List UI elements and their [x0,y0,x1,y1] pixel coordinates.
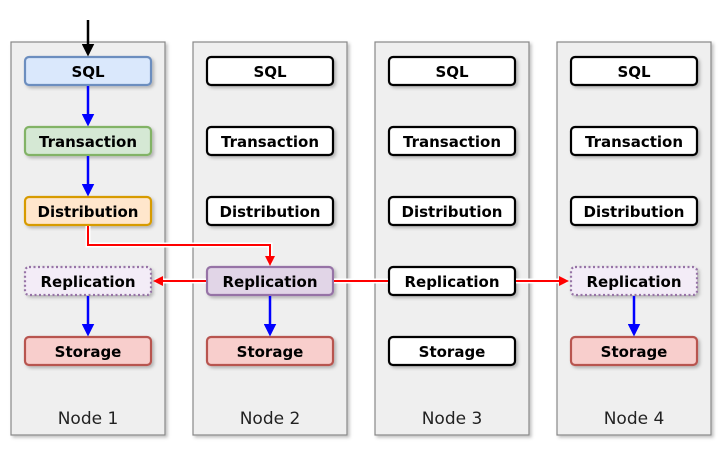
node-1-layers: SQL Transaction Distribution Replication… [23,55,153,367]
node-1-storage-box [23,335,153,367]
node-3-transaction-box [387,125,517,157]
node-4-replication-label: Replication [586,273,681,291]
node-2-sql-label: SQL [253,63,287,81]
node-4-sql-label: SQL [617,63,651,81]
node-3-distribution-box [387,195,517,227]
node-3-storage-box [387,335,517,367]
node-2-replication-label: Replication [222,273,317,291]
node-1-distribution-label: Distribution [38,203,139,221]
node-2-transaction-box [205,125,335,157]
node-4-layers: SQL Transaction Distribution Replication… [569,55,699,367]
node-3-replication-label: Replication [404,273,499,291]
node-2-distribution-label: Distribution [220,203,321,221]
node-1-transaction-box [23,125,153,157]
node-4-replication-box [569,265,699,297]
node-3-sql-box [387,55,517,87]
node-3-transaction-label: Transaction [403,133,501,151]
node-4-storage-label: Storage [601,343,668,361]
node-1-storage-label: Storage [55,343,122,361]
node-3: Node 3 [374,41,530,436]
node-1-label: Node 1 [58,409,119,429]
node-3-distribution-label: Distribution [402,203,503,221]
node-4-distribution-box [569,195,699,227]
node-1-replication-label: Replication [40,273,135,291]
distribution-to-leader-replication-arrow [85,226,275,266]
node-4-transaction-label: Transaction [585,133,683,151]
node-3-box [374,41,530,436]
node-2-distribution-box [205,195,335,227]
node-2-transaction-label: Transaction [221,133,319,151]
node-1-transaction-label: Transaction [39,133,137,151]
node-3-layers: SQL Transaction Distribution Replication… [387,55,517,367]
node-1-sql-label: SQL [71,63,105,81]
node-3-sql-label: SQL [435,63,469,81]
node-3-label: Node 3 [422,409,483,429]
node-2-storage-label: Storage [237,343,304,361]
node-1-replication-box [23,265,153,297]
node-2: Node 2 [192,41,348,436]
node-2-sql-box [205,55,335,87]
node-4: Node 4 [556,41,712,436]
node-2-label: Node 2 [240,409,301,429]
node-3-storage-label: Storage [419,343,486,361]
node-4-storage-box [569,335,699,367]
node-4-box [556,41,712,436]
node-1-sql-box [23,55,153,87]
node-4-label: Node 4 [604,409,665,429]
node-1-distribution-box [23,195,153,227]
node-2-layers: SQL Transaction Distribution Replication… [205,55,335,367]
node-4-transaction-box [569,125,699,157]
node-2-replication-box [205,265,335,297]
node-4-sql-box [569,55,699,87]
node-3-replication-box [387,265,517,297]
node-4-distribution-label: Distribution [584,203,685,221]
node-2-storage-box [205,335,335,367]
node-2-box [192,41,348,436]
